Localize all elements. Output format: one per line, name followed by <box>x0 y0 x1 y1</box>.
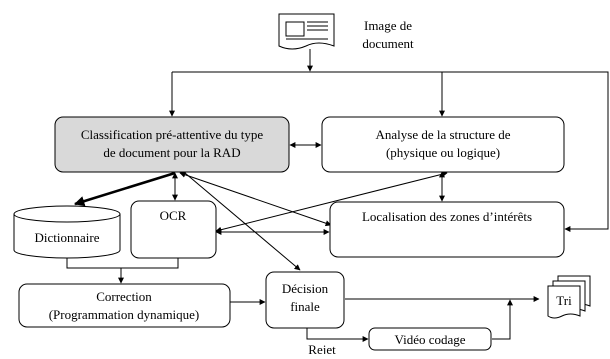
document-image-icon <box>278 13 335 50</box>
correction-box <box>18 283 231 328</box>
ocr-box <box>130 200 217 259</box>
decision-line2: finale <box>290 299 320 314</box>
input-label-line1: Image de <box>364 18 412 33</box>
video-box <box>368 327 492 351</box>
tri-label: Tri <box>556 293 572 308</box>
rejet-line <box>306 328 324 340</box>
connectors <box>66 49 609 342</box>
classification-line2: de document pour la RAD <box>103 145 240 160</box>
split-line <box>172 71 609 232</box>
input-label-line2: document <box>362 36 414 51</box>
analyse-line2: (physique ou logique) <box>386 145 500 160</box>
video-label: Vidéo codage <box>394 332 465 347</box>
dictionnaire-database-icon <box>13 205 121 259</box>
classification-line1: Classification pré-attentive du type <box>81 127 264 142</box>
ocr-label: OCR <box>160 208 187 223</box>
correction-line1: Correction <box>96 289 152 304</box>
arrow-video-tri <box>492 299 513 340</box>
localisation-label: Localisation des zones d’intérêts <box>362 209 532 224</box>
rejet-label: Rejet <box>308 342 336 354</box>
analyse-box <box>321 116 565 173</box>
arrow-classification-dictionnaire <box>74 171 176 207</box>
merge-dictionnaire-ocr <box>66 258 179 269</box>
decision-line1: Décision <box>282 281 329 296</box>
analyse-line1: Analyse de la structure de <box>375 127 510 142</box>
dictionnaire-label: Dictionnaire <box>35 230 100 245</box>
tri-documents-icon <box>547 275 591 319</box>
arrow-ocr-analyse <box>215 171 448 233</box>
correction-line2: (Programmation dynamique) <box>49 307 200 322</box>
classification-box <box>54 116 290 173</box>
decision-box <box>265 271 345 329</box>
localisation-box <box>329 201 565 258</box>
